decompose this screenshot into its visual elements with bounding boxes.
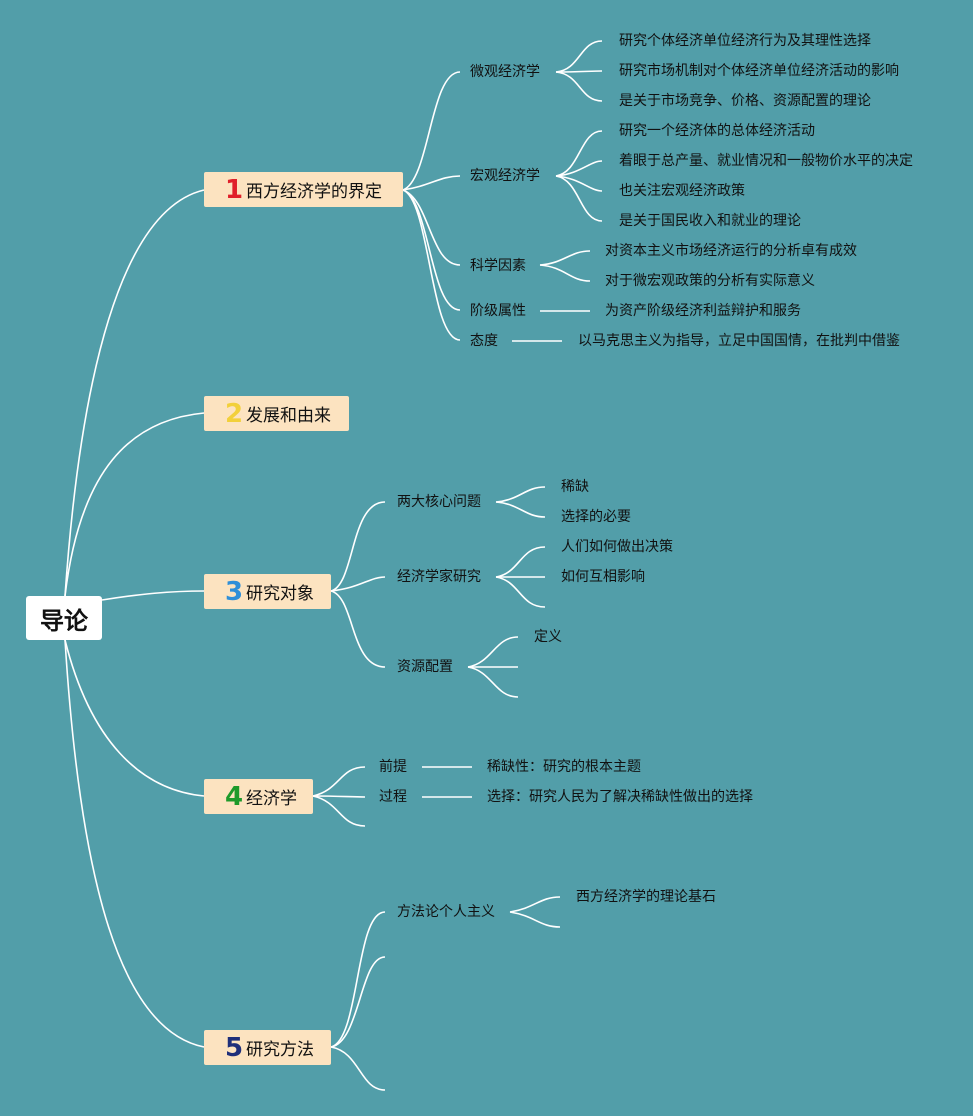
topic-5-number: 5 [224,1032,244,1063]
topic-2-label: 发展和由来 [246,406,331,426]
leaf-macro-2[interactable]: 着眼于总产量、就业情况和一般物价水平的决定 [619,153,913,169]
leaf-process[interactable]: 选择：研究人民为了解决稀缺性做出的选择 [487,789,753,805]
subtopic-macro[interactable]: 宏观经济学 [470,168,540,184]
leaf-theory-cornerstone[interactable]: 西方经济学的理论基石 [576,889,716,905]
topic-3[interactable]: 3 研究对象 [204,574,331,609]
subtopic-methodological-individualism[interactable]: 方法论个人主义 [397,904,495,920]
topic-1[interactable]: 1 西方经济学的界定 [204,172,403,207]
topic-4[interactable]: 4 经济学 [204,779,313,814]
topic-5[interactable]: 5 研究方法 [204,1030,331,1065]
leaf-premise[interactable]: 稀缺性：研究的根本主题 [487,759,641,775]
topic-4-label: 经济学 [246,789,297,809]
subtopic-premise[interactable]: 前提 [379,759,407,775]
leaf-macro-3[interactable]: 也关注宏观经济政策 [619,183,745,199]
topic-3-label: 研究对象 [246,584,314,604]
leaf-scarcity[interactable]: 稀缺 [561,479,589,495]
leaf-interaction[interactable]: 如何互相影响 [561,569,645,585]
leaf-choice-necessity[interactable]: 选择的必要 [561,509,631,525]
subtopic-attitude[interactable]: 态度 [470,333,498,349]
leaf-attitude-1[interactable]: 以马克思主义为指导，立足中国国情，在批判中借鉴 [578,333,900,349]
subtopic-class[interactable]: 阶级属性 [470,303,526,319]
topic-2[interactable]: 2 发展和由来 [204,396,349,431]
leaf-macro-4[interactable]: 是关于国民收入和就业的理论 [619,213,801,229]
leaf-class-1[interactable]: 为资产阶级经济利益辩护和服务 [605,303,801,319]
subtopic-science[interactable]: 科学因素 [470,258,526,274]
topic-2-number: 2 [224,398,244,429]
topic-3-number: 3 [224,576,244,607]
leaf-definition[interactable]: 定义 [534,629,562,645]
topic-1-number: 1 [224,174,244,205]
subtopic-process[interactable]: 过程 [379,789,407,805]
leaf-science-2[interactable]: 对于微宏观政策的分析有实际意义 [605,273,815,289]
leaf-macro-1[interactable]: 研究一个经济体的总体经济活动 [619,123,815,139]
topic-1-label: 西方经济学的界定 [246,182,382,202]
topic-4-number: 4 [224,781,244,812]
leaf-decisions[interactable]: 人们如何做出决策 [561,539,673,555]
leaf-micro-1[interactable]: 研究个体经济单位经济行为及其理性选择 [619,33,871,49]
subtopic-core-problems[interactable]: 两大核心问题 [397,494,481,510]
subtopic-economist-study[interactable]: 经济学家研究 [397,569,481,585]
topic-5-label: 研究方法 [246,1040,314,1060]
leaf-science-1[interactable]: 对资本主义市场经济运行的分析卓有成效 [605,243,857,259]
leaf-micro-3[interactable]: 是关于市场竞争、价格、资源配置的理论 [619,93,871,109]
subtopic-resource-allocation[interactable]: 资源配置 [397,659,453,675]
leaf-micro-2[interactable]: 研究市场机制对个体经济单位经济活动的影响 [619,63,899,79]
subtopic-micro[interactable]: 微观经济学 [470,64,540,80]
root-node[interactable]: 导论 [26,596,102,640]
